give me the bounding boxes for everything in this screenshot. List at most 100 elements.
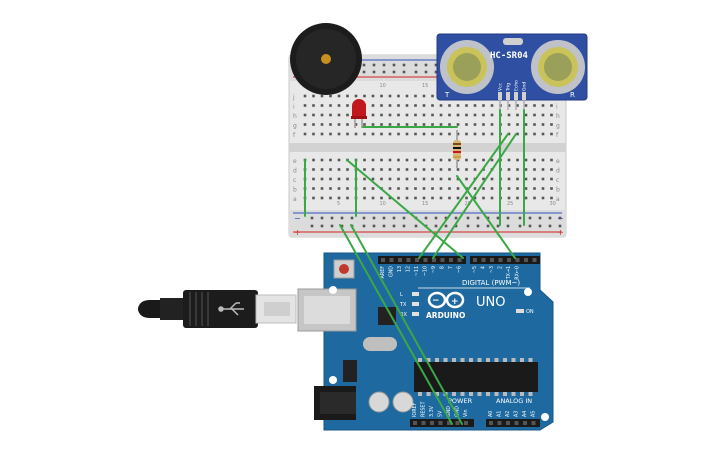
wire [418,133,509,259]
row-letter: b [293,187,297,194]
sensor-pin-label: Echo [514,80,520,91]
status-led [412,292,419,296]
row-letter: b [556,187,560,194]
sensor-model-label: HC-SR04 [490,51,529,61]
capacitor [392,391,414,413]
pin-label: GND [455,406,461,417]
wire [339,224,453,425]
usb-cable [138,290,297,328]
pin-label: 8 [440,266,446,269]
sensor-t-label: T [444,91,450,99]
row-letter: a [556,196,560,203]
rail-minus-label-right: − [557,214,564,223]
pin-label: GND [389,266,395,277]
sensor-r-label: R [570,91,575,99]
sensor-pin [522,92,526,100]
digital-header-label: DIGITAL (PWM~) [462,279,520,287]
column-number: 15 [422,83,428,89]
pin-label: A1 [497,411,503,417]
pin-label: 4 [481,266,487,269]
row-letter: h [293,113,297,120]
rail-plus-label-right: + [557,228,564,237]
row-letter: e [293,158,297,165]
pin-label: 13 [397,266,403,272]
red-led [351,99,367,128]
center-channel [289,143,566,152]
status-led-label: RX [400,312,407,318]
pin-label: A5 [531,411,537,417]
pin-label: 2 [498,266,504,269]
column-number: 10 [380,201,386,207]
sensor-pin-label: Vcc [498,82,504,91]
jumper-wires [304,109,525,425]
analog-header-label: ANALOG IN [496,397,532,405]
rail-minus-label: − [294,214,301,223]
row-letter: f [556,132,559,139]
row-letter: j [292,94,295,101]
status-led-label: L [400,292,403,298]
wire [432,133,517,259]
mount-hole [329,286,337,294]
column-number: 15 [422,201,428,207]
power-header-label: POWER [448,397,473,405]
row-letter: c [293,177,296,184]
digital-header-right [470,256,540,264]
arduino-model-label: UNO [476,295,505,310]
row-letter: i [556,104,558,111]
row-letter: d [556,168,560,175]
row-letter: f [293,132,296,139]
pin-label: A4 [522,411,528,417]
column-number: 25 [507,201,513,207]
row-letter: g [293,123,297,130]
capacitor [368,391,390,413]
pin-label: ~11 [414,266,420,276]
mount-hole [329,376,337,384]
wire [350,224,463,425]
sensor-pin-label: Trig [506,83,512,92]
digital-header-left [378,256,466,264]
status-led [412,302,419,306]
pin-label: 12 [406,266,412,272]
column-number: 20 [465,201,471,207]
pin-label: RX←0 [515,266,521,280]
usb-chip [378,307,396,325]
sensor-pin [506,92,510,100]
pin-label: ~3 [489,266,495,273]
pin-label: A3 [514,411,520,417]
pin-label: ~10 [423,266,429,276]
pin-label: TX→1 [506,266,512,280]
on-led-label: ON [526,309,534,315]
pin-label: 5V [438,410,444,417]
row-letter: d [293,168,297,175]
pin-label: RESET [421,402,427,417]
column-number: 10 [380,83,386,89]
row-letter: g [556,123,560,130]
pin-label: 3.3V [429,405,435,417]
column-number: 5 [337,201,340,207]
svg-text:−: − [432,296,440,306]
arduino-brand-label: ARDUINO [426,311,465,320]
pin-label: 7 [448,266,454,269]
arduino-logo [427,291,465,309]
arduino-uno-board: − + ARDUINO UNO DIGITAL (PWM~) POWER ANA… [297,252,554,431]
pin-label: A2 [505,411,511,417]
mount-hole [524,288,532,296]
column-number: 30 [550,201,556,207]
pin-label: ~5 [472,266,478,273]
pin-label: IOREF [412,402,418,417]
sensor-pin [498,92,502,100]
pin-label: AREF [380,266,386,279]
usb-icon [218,302,244,316]
pin-label: Vin [463,409,469,417]
pin-label: ~6 [457,266,463,273]
pin-label: A0 [488,411,494,417]
svg-text:+: + [451,297,459,307]
pin-label: GND [446,406,452,417]
sensor-pin [514,92,518,100]
status-led-label: TX [399,302,407,308]
mount-hole [541,413,549,421]
resistor [453,130,461,168]
